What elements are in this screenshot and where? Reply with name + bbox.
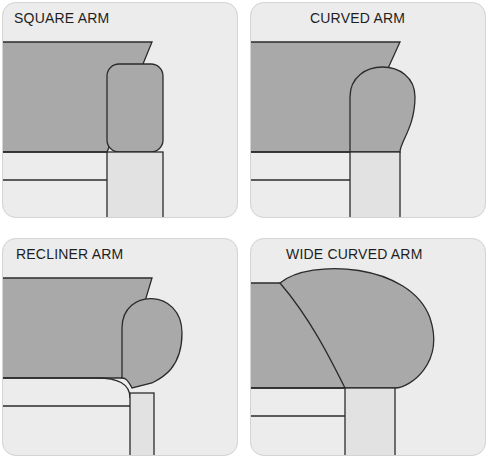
arm-style-panel: RECLINER ARM — [2, 238, 238, 456]
recliner-arm-drawing — [2, 238, 238, 456]
wide-curved-arm-drawing — [250, 238, 486, 456]
arm-style-panel: WIDE CURVED ARM — [250, 238, 486, 456]
panel-label: CURVED ARM — [307, 9, 408, 27]
panel-label: SQUARE ARM — [11, 9, 112, 27]
arm-style-panel: CURVED ARM — [250, 2, 486, 218]
curved-arm-drawing — [250, 2, 486, 218]
panel-label: RECLINER ARM — [13, 245, 126, 263]
panel-label: WIDE CURVED ARM — [283, 245, 426, 263]
square-arm-drawing — [2, 2, 238, 218]
arm-style-panel: SQUARE ARM — [2, 2, 238, 218]
